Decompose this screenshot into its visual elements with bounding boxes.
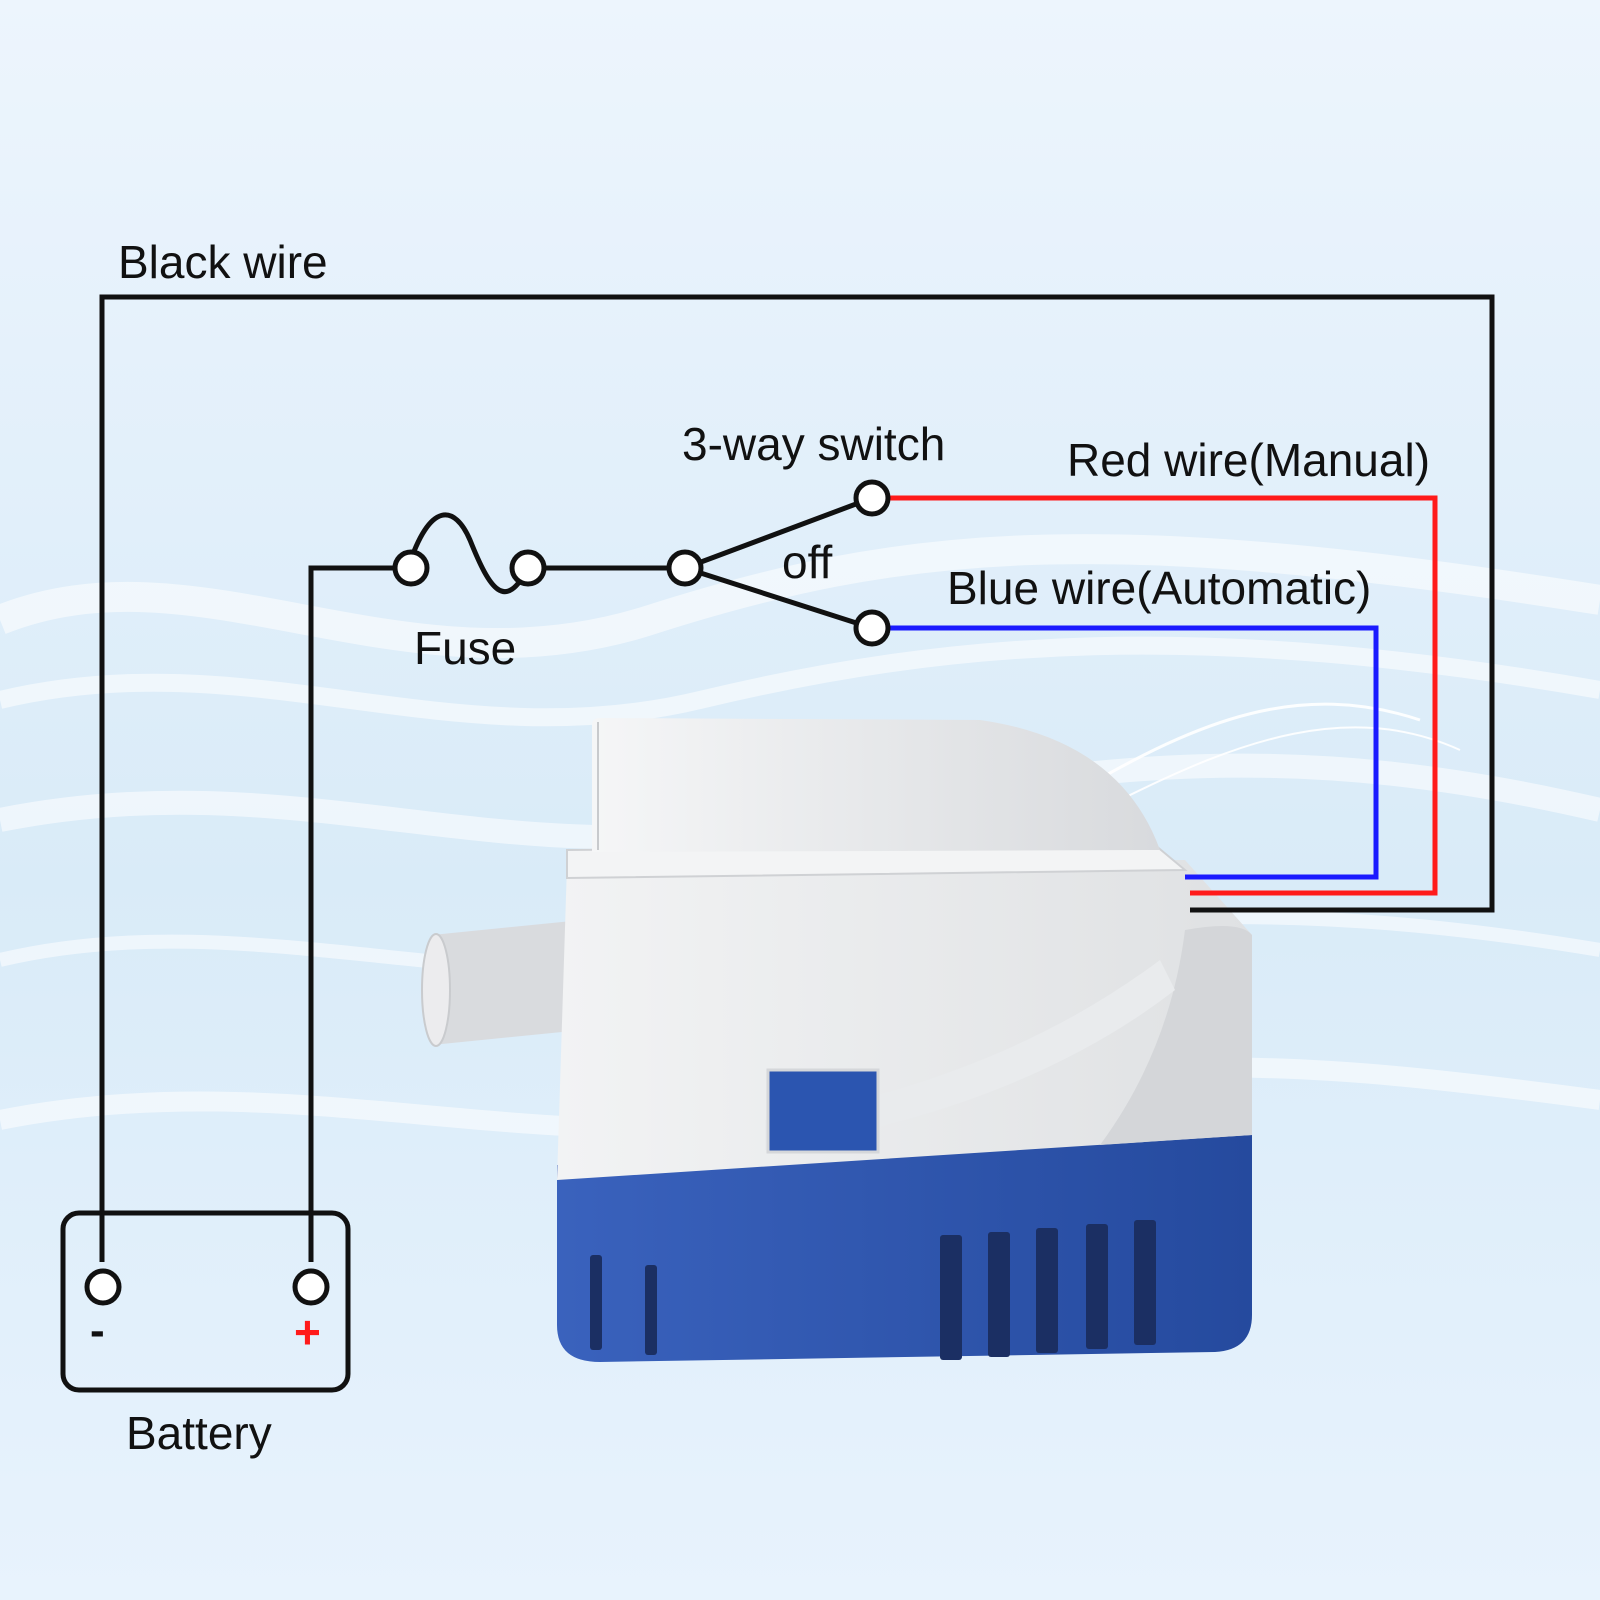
blue-wire-label: Blue wire(Automatic)	[947, 562, 1371, 614]
red-wire-label: Red wire(Manual)	[1067, 434, 1430, 486]
battery-positive-sign: +	[294, 1306, 321, 1358]
three-way-switch	[666, 479, 891, 647]
switch-arms	[684, 495, 873, 631]
switch-off-label: off	[782, 536, 833, 588]
battery-label: Battery	[126, 1407, 272, 1459]
fuse-label: Fuse	[414, 622, 516, 674]
red-wire	[872, 495, 1438, 896]
battery-negative-sign: -	[90, 1306, 105, 1355]
black-wire-label: Black wire	[118, 236, 328, 288]
bilge-pump-icon	[421, 718, 1252, 1362]
battery-positive-wire	[308, 565, 408, 1262]
fuse-symbol-icon	[392, 512, 547, 594]
three-way-switch-label: 3-way switch	[682, 418, 945, 470]
black-wire	[99, 294, 1495, 1262]
battery-symbol-icon	[60, 1210, 351, 1393]
blue-wire	[872, 625, 1379, 880]
